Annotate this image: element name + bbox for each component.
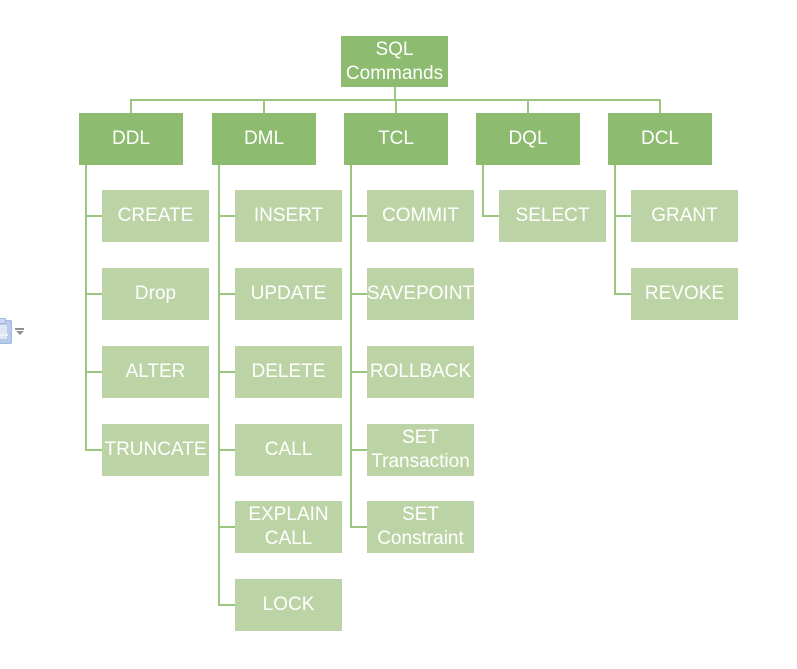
node-dcl[interactable]: DCL bbox=[608, 113, 712, 165]
clipboard-page-line bbox=[0, 334, 8, 336]
node-commit[interactable]: COMMIT bbox=[367, 190, 474, 242]
clipboard-paste-icon bbox=[0, 318, 12, 344]
connector-bus bbox=[130, 99, 661, 101]
connector-hang bbox=[482, 165, 484, 217]
connector-stub bbox=[218, 604, 235, 606]
node-drop[interactable]: Drop bbox=[102, 268, 209, 320]
connector-stub bbox=[218, 293, 235, 295]
node-lock[interactable]: LOCK bbox=[235, 579, 342, 631]
connector-stub bbox=[350, 293, 367, 295]
node-create[interactable]: CREATE bbox=[102, 190, 209, 242]
connector-stub bbox=[350, 371, 367, 373]
node-grant[interactable]: GRANT bbox=[631, 190, 738, 242]
connector-stub bbox=[350, 526, 367, 528]
connector-stub bbox=[218, 371, 235, 373]
connector-stub bbox=[85, 293, 102, 295]
node-explain-call[interactable]: EXPLAIN CALL bbox=[235, 501, 342, 553]
connector-stub bbox=[614, 215, 631, 217]
node-truncate[interactable]: TRUNCATE bbox=[102, 424, 209, 476]
connector-stub bbox=[482, 215, 499, 217]
node-set-transaction[interactable]: SET Transaction bbox=[367, 424, 474, 476]
connector-drop bbox=[527, 99, 529, 113]
connector-hang bbox=[218, 165, 220, 606]
chevron-down-icon bbox=[16, 331, 24, 335]
node-delete[interactable]: DELETE bbox=[235, 346, 342, 398]
clipboard-page bbox=[0, 325, 7, 339]
connector-stub bbox=[218, 215, 235, 217]
node-alter[interactable]: ALTER bbox=[102, 346, 209, 398]
connector-drop bbox=[395, 99, 397, 113]
connector-stub bbox=[85, 449, 102, 451]
node-update[interactable]: UPDATE bbox=[235, 268, 342, 320]
clipboard-clip bbox=[0, 318, 6, 324]
node-dml[interactable]: DML bbox=[212, 113, 316, 165]
connector-root-drop bbox=[393, 87, 396, 101]
node-call[interactable]: CALL bbox=[235, 424, 342, 476]
connector-drop bbox=[130, 99, 132, 113]
connector-stub bbox=[85, 215, 102, 217]
connector-stub bbox=[350, 449, 367, 451]
connector-stub bbox=[85, 371, 102, 373]
connector-stub bbox=[350, 215, 367, 217]
connector-stub bbox=[614, 293, 631, 295]
node-set-constraint[interactable]: SET Constraint bbox=[367, 501, 474, 553]
connector-drop bbox=[659, 99, 661, 113]
node-savepoint[interactable]: SAVEPOINT bbox=[367, 268, 474, 320]
node-ddl[interactable]: DDL bbox=[79, 113, 183, 165]
node-rollback[interactable]: ROLLBACK bbox=[367, 346, 474, 398]
node-select[interactable]: SELECT bbox=[499, 190, 606, 242]
node-dql[interactable]: DQL bbox=[476, 113, 580, 165]
connector-drop bbox=[263, 99, 265, 113]
node-tcl[interactable]: TCL bbox=[344, 113, 448, 165]
connector-hang bbox=[85, 165, 87, 451]
connector-hang bbox=[614, 165, 616, 295]
connector-stub bbox=[218, 526, 235, 528]
node-sql-commands[interactable]: SQL Commands bbox=[341, 36, 448, 87]
connector-stub bbox=[218, 449, 235, 451]
paste-options-button[interactable] bbox=[0, 317, 26, 344]
node-revoke[interactable]: REVOKE bbox=[631, 268, 738, 320]
chevron-down-icon bbox=[15, 328, 24, 330]
node-insert[interactable]: INSERT bbox=[235, 190, 342, 242]
connector-hang bbox=[350, 165, 352, 528]
